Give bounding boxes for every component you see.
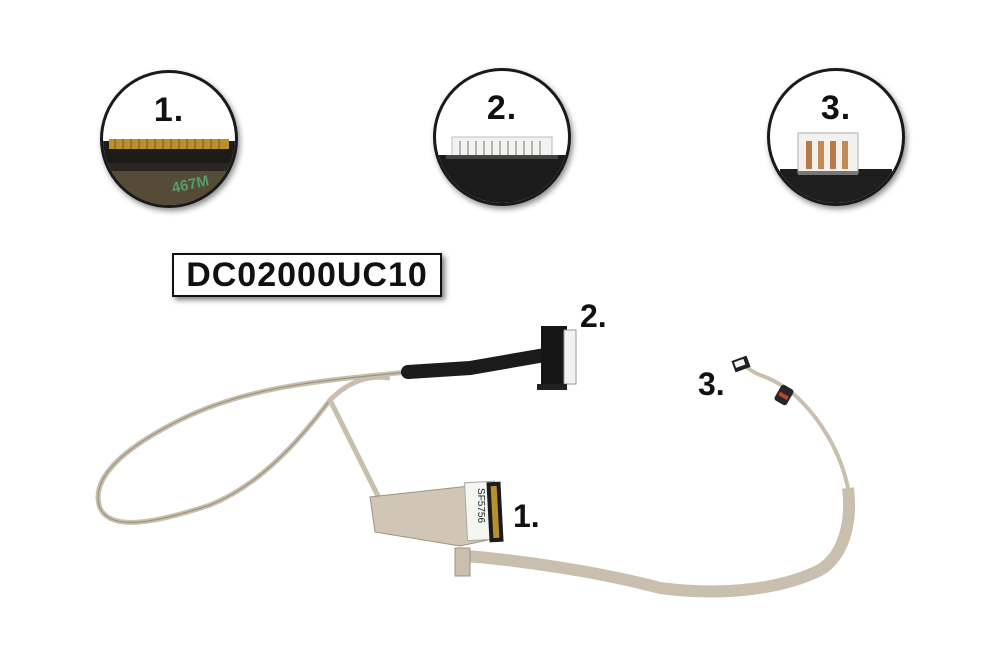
callout-connector-2: 2. xyxy=(580,298,607,334)
cable-loop xyxy=(95,369,409,525)
cable-branch xyxy=(327,398,383,502)
connector-1: SF5756 xyxy=(464,480,504,543)
callout-connector-3: 3. xyxy=(698,366,725,402)
black-sheath xyxy=(401,348,552,379)
mainboard-connector-closeup xyxy=(436,136,568,203)
callout-connector-1: 1. xyxy=(513,498,540,534)
webcam-connector-closeup xyxy=(780,132,892,203)
connector-3 xyxy=(731,355,751,373)
zoom-label-1: 1. xyxy=(153,91,185,129)
foil-ribbon-long xyxy=(454,487,856,598)
webcam-wire xyxy=(743,364,850,489)
cable-loop-edge xyxy=(97,371,409,523)
cable-sticker-text: SF5756 xyxy=(475,488,486,523)
zoom-view-connector-1: 467M 1. xyxy=(100,70,238,208)
zoom-label-2: 2. xyxy=(486,89,518,127)
wire-clip-mark xyxy=(778,391,789,401)
foil-ribbon-end xyxy=(454,547,471,577)
part-number-label: DC02000UC10 xyxy=(172,253,442,297)
lcd-connector-closeup: 467M xyxy=(103,139,235,205)
zoom-view-connector-3: 3. xyxy=(767,68,905,206)
zoom-label-3: 3. xyxy=(820,89,852,127)
connector-2 xyxy=(537,326,577,390)
zoom-view-connector-2: 2. xyxy=(433,68,571,206)
